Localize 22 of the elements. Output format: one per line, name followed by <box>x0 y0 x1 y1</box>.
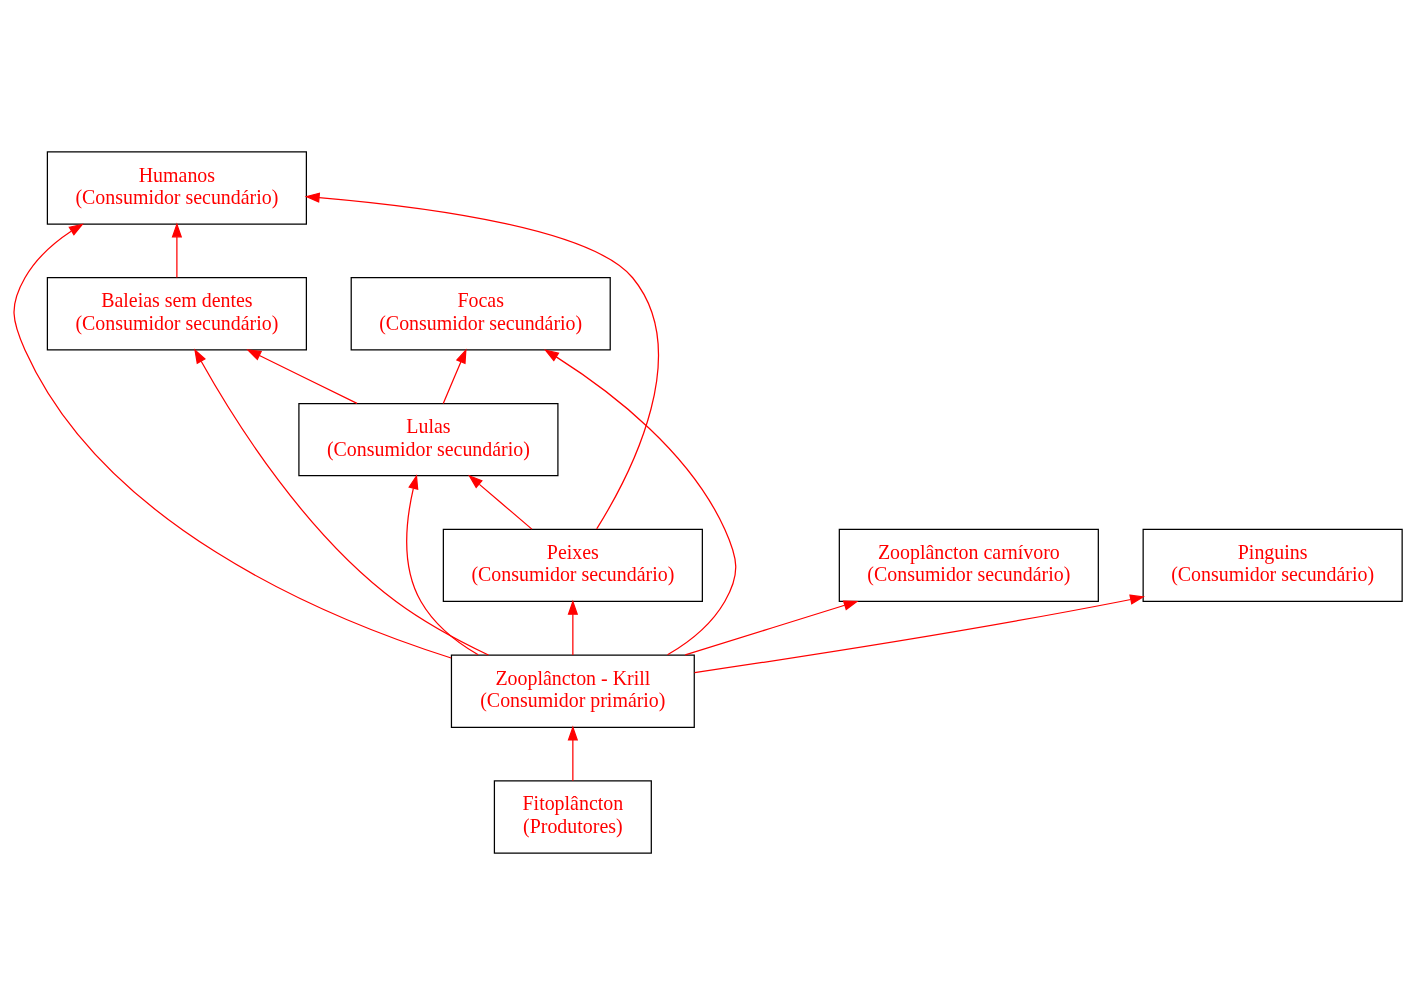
node-box: Lulas (Consumidor secundário) <box>298 402 559 477</box>
arrow <box>567 725 579 782</box>
node-box: Focas (Consumidor secundário) <box>350 277 611 351</box>
arrow <box>684 600 859 656</box>
node-box: Pinguins (Consumidor secundário) <box>1142 528 1403 603</box>
arrow <box>693 594 1145 674</box>
arrow <box>304 192 659 530</box>
arrow <box>567 599 579 656</box>
arrow <box>442 348 467 404</box>
arrow <box>544 349 737 656</box>
arrow <box>171 222 183 279</box>
arrow <box>246 349 358 404</box>
node-box: Fitoplâncton (Produtores) <box>493 780 652 854</box>
arrow <box>406 474 479 656</box>
arrow <box>13 223 452 659</box>
node-box: Baleias sem dentes (Consumidor secundário) <box>46 277 307 351</box>
node-box: Humanos (Consumidor secundário) <box>46 151 307 225</box>
node-box: Zooplâncton carnívoro (Consumidor secundário) <box>838 528 1099 603</box>
node-box: Peixes (Consumidor secundário) <box>442 528 703 603</box>
node-box: Zooplâncton - Krill (Consumidor primário) <box>450 654 695 728</box>
arrow <box>468 474 533 530</box>
arrow <box>194 348 490 656</box>
